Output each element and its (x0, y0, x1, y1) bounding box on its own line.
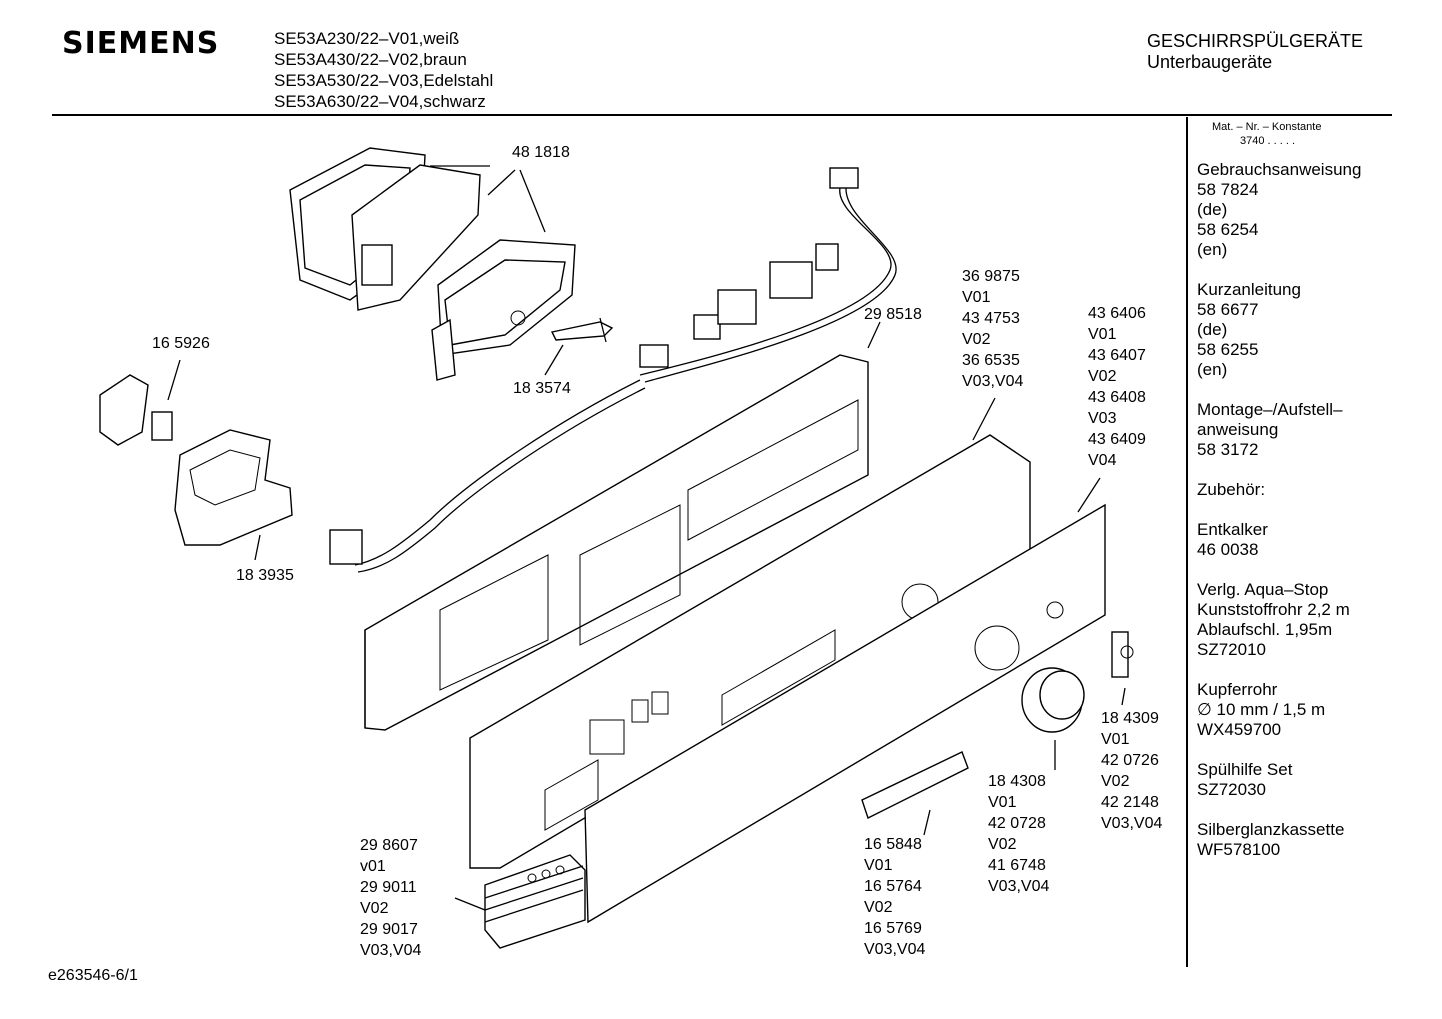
drawing-code: e263546-6/1 (48, 967, 138, 984)
part-label: 36 9875 V01 43 4753 V02 36 6535 V03,V04 (962, 268, 1024, 390)
sidebar-line: ∅ 10 mm / 1,5 m (1197, 700, 1326, 719)
model-line: SE53A230/22–V01,weiß (274, 29, 460, 48)
door-clip-part (1111, 631, 1134, 678)
part-label: 18 4309 V01 42 0726 V02 42 2148 V03,V04 (1101, 710, 1163, 832)
cable-harness-part (329, 167, 897, 573)
brand-logo: SIEMENS (62, 26, 220, 61)
sidebar-line: SZ72010 (1197, 640, 1266, 659)
header-divider (52, 114, 1392, 116)
side-bracket-part (99, 374, 173, 446)
sidebar-divider (1186, 117, 1188, 967)
part-label: 16 5848 V01 16 5764 V02 16 5769 V03,V04 (864, 836, 926, 958)
switch-strip-part (861, 751, 969, 819)
control-frame-part (364, 354, 869, 731)
model-list: SE53A230/22–V01,weiß SE53A430/22–V02,bra… (274, 28, 493, 112)
part-label: 18 3574 (513, 380, 571, 397)
fascia-plate-part (584, 503, 1106, 924)
part-label: 43 6406 V01 43 6407 V02 43 6408 V03 43 6… (1088, 305, 1146, 469)
part-label: 18 3935 (236, 567, 294, 584)
part-label: 16 5926 (152, 335, 210, 352)
model-line: SE53A530/22–V03,Edelstahl (274, 71, 494, 90)
sidebar-line: anweisung (1197, 420, 1279, 439)
control-module-part (289, 147, 576, 381)
button-block-part (484, 854, 586, 949)
sidebar-line: Montage–/Aufstell– (1197, 400, 1343, 419)
sidebar-line: Entkalker (1197, 520, 1268, 539)
sidebar-line: (en) (1197, 360, 1228, 379)
category-title: GESCHIRRSPÜLGERÄTE (1147, 31, 1364, 51)
konstante-label: Mat. – Nr. – Konstante (1212, 121, 1322, 133)
category-block: GESCHIRRSPÜLGERÄTE Unterbaugeräte (1147, 31, 1363, 73)
sidebar-line: (en) (1197, 240, 1228, 259)
sidebar-line: Kurzanleitung (1197, 280, 1301, 299)
sidebar-line: 58 7824 (1197, 180, 1259, 199)
sidebar-line: 58 3172 (1197, 440, 1259, 459)
sidebar-line: Ablaufschl. 1,95m (1197, 620, 1333, 639)
sidebar-line: 58 6254 (1197, 220, 1259, 239)
part-label: 29 8607 v01 29 9011 V02 29 9017 V03,V04 (360, 837, 422, 959)
sidebar-line: Zubehör: (1197, 480, 1266, 499)
sidebar-line: SZ72030 (1197, 780, 1266, 799)
sidebar-line: WF578100 (1197, 840, 1281, 859)
part-label: 18 4308 V01 42 0728 V02 41 6748 V03,V04 (988, 773, 1050, 895)
sidebar-line: Spülhilfe Set (1197, 760, 1293, 779)
sidebar-line: 58 6677 (1197, 300, 1259, 319)
sidebar-line: Kunststoffrohr 2,2 m (1197, 600, 1350, 619)
sidebar-line: Kupferrohr (1197, 680, 1278, 699)
model-line: SE53A630/22–V04,schwarz (274, 92, 486, 111)
connector-plug-part (550, 317, 614, 343)
konstante-block: Mat. – Nr. – Konstante 3740 . . . . . (1212, 120, 1321, 148)
model-line: SE53A430/22–V02,braun (274, 50, 467, 69)
sidebar-section: Zubehör: (1197, 480, 1361, 500)
sidebar-line: Gebrauchsanweisung (1197, 160, 1362, 179)
sidebar-line: 58 6255 (1197, 340, 1259, 359)
sidebar-line: 46 0038 (1197, 540, 1259, 559)
part-label: 29 8518 (864, 306, 922, 323)
sidebar-line: WX459700 (1197, 720, 1282, 739)
sidebar-line: Silberglanzkassette (1197, 820, 1345, 839)
hinge-bracket-part (174, 429, 293, 546)
category-subtitle: Unterbaugeräte (1147, 52, 1273, 72)
sidebar-line: Verlg. Aqua–Stop (1197, 580, 1329, 599)
program-knob-part (1021, 667, 1085, 733)
sidebar-line: (de) (1197, 320, 1228, 339)
sidebar-line: (de) (1197, 200, 1228, 219)
konstante-value: 3740 . . . . . (1240, 135, 1296, 147)
leader-lines (167, 165, 1126, 911)
part-label: 48 1818 (512, 144, 570, 161)
